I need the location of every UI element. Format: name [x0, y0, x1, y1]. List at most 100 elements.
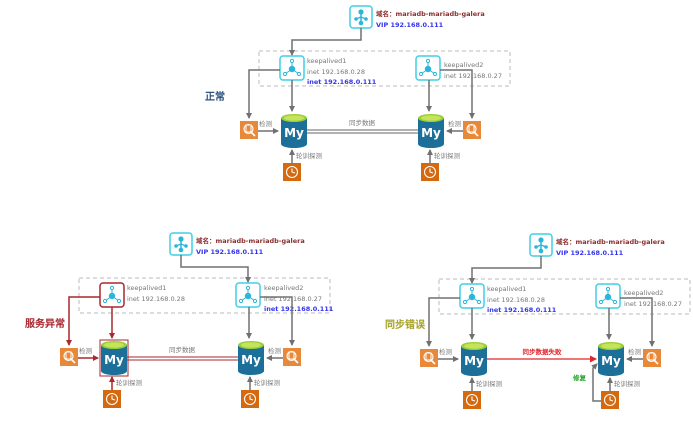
clock-timer-icon [283, 163, 301, 181]
node-dot [354, 17, 358, 21]
keepalived1-to-check-arrow [426, 297, 460, 347]
node-dot [476, 299, 482, 305]
keepalived1-icon [279, 55, 305, 81]
domain-label: 域名：mariadb-mariadb-galera [376, 9, 485, 18]
domain-label: 域名：mariadb-mariadb-galera [196, 236, 305, 245]
node-core [604, 293, 612, 301]
node-dot [245, 285, 251, 291]
sync-label: 同步数据 [169, 345, 196, 354]
clock-hands [471, 396, 476, 402]
keepalived2-name: keepalived2 [624, 289, 663, 297]
node-dot [178, 236, 184, 242]
db-top-inner [464, 343, 484, 349]
check-icon-bg [283, 348, 301, 366]
node-dot [358, 9, 364, 15]
keepalived1-to-check-arrow [66, 296, 100, 346]
mysql-database-icon: My [281, 114, 307, 148]
repair-arrow [591, 363, 601, 402]
vip-label: VIP 192.168.0.111 [376, 21, 444, 29]
keepalived2-to-check-arrow [440, 69, 475, 119]
vip-label: VIP 192.168.0.111 [196, 248, 264, 256]
poll-label-left: 轮训探测 [476, 379, 503, 388]
vip-network-icon [169, 232, 193, 256]
keepalived1-name: keepalived1 [127, 284, 166, 292]
node-core [244, 292, 252, 300]
keepalived-group-frame [258, 50, 511, 87]
sync-label: 同步数据 [349, 118, 376, 127]
check-label-right: 检测 [448, 119, 462, 128]
check-label-right: 检测 [268, 346, 282, 355]
keepalived1-name: keepalived1 [307, 57, 346, 65]
db-body [101, 345, 127, 375]
node-dot [418, 71, 424, 77]
magnifier-handle [473, 131, 479, 137]
db-body [461, 346, 487, 376]
clock-face [285, 165, 299, 179]
node-dot [605, 286, 611, 292]
clock-face [105, 392, 119, 406]
keepalived2-name: keepalived2 [264, 284, 303, 292]
state-label: 正常 [205, 90, 225, 103]
clock-timer-icon [103, 390, 121, 408]
node-dot [598, 299, 604, 305]
keepalived2-inet: inet 192.168.0.27 [444, 72, 502, 80]
clock-timer-icon [463, 391, 481, 409]
magnifier-glyph [63, 350, 74, 362]
mysql-database-icon: My [418, 114, 444, 148]
node-dot [178, 247, 184, 253]
db-body [281, 118, 307, 148]
vip-label: VIP 192.168.0.111 [556, 249, 624, 257]
keepalived2-icon [595, 283, 621, 309]
node-dot [184, 244, 188, 248]
keepalived2-name: keepalived2 [444, 61, 483, 69]
node-core [424, 65, 432, 73]
mysql-database-icon: My [99, 339, 129, 377]
node-dot [364, 17, 368, 21]
magnifier-glyph [466, 123, 477, 135]
node-dot [102, 298, 108, 304]
mysql-logo-text: My [104, 353, 124, 367]
magnifier-handle [430, 359, 436, 365]
magnifier-handle [250, 131, 256, 137]
check-icon-bg [60, 348, 78, 366]
poll-label-right: 轮训探测 [434, 151, 461, 160]
keepalived-group-frame [438, 278, 691, 315]
poll-label-right: 轮训探测 [254, 378, 281, 387]
keepalived1-inet: inet 192.168.0.28 [307, 68, 365, 76]
db-top-inner [104, 342, 124, 348]
clock-face [465, 393, 479, 407]
health-check-icon [463, 121, 481, 139]
keepalived2-icon [235, 282, 261, 308]
keepalived1-vip-inet: inet 192.168.0.111 [307, 78, 377, 86]
poll-label-right: 轮训探测 [614, 379, 641, 388]
keepalived2-vip-inet: inet 192.168.0.111 [264, 305, 334, 313]
domain-label: 域名：mariadb-mariadb-galera [556, 237, 665, 246]
clock-hands [609, 396, 614, 402]
clock-face [603, 393, 617, 407]
keepalived1-inet: inet 192.168.0.28 [127, 295, 185, 303]
mysql-logo-text: My [464, 354, 484, 368]
state-label: 同步错误 [385, 318, 426, 331]
mysql-logo-text: My [284, 126, 304, 140]
vip-to-keepalived1-arrow [289, 28, 362, 56]
check-label-left: 检测 [79, 346, 93, 355]
db-body [418, 118, 444, 148]
clock-hands [291, 168, 296, 174]
mysql-logo-text: My [421, 126, 441, 140]
clock-hands [111, 395, 116, 401]
clock-timer-icon [421, 163, 439, 181]
node-dot [462, 299, 468, 305]
check-label-left: 检测 [259, 119, 273, 128]
keepalived1-icon [459, 283, 485, 309]
node-dot [538, 237, 544, 243]
node-dot [612, 299, 618, 305]
node-dot [296, 71, 302, 77]
keepalived1-inet: inet 192.168.0.28 [487, 296, 545, 304]
node-dot [534, 245, 538, 249]
magnifier-glyph [286, 350, 297, 362]
node-dot [116, 298, 122, 304]
keepalived2-icon [415, 55, 441, 81]
health-check-icon [643, 349, 661, 367]
node-core [108, 292, 116, 300]
